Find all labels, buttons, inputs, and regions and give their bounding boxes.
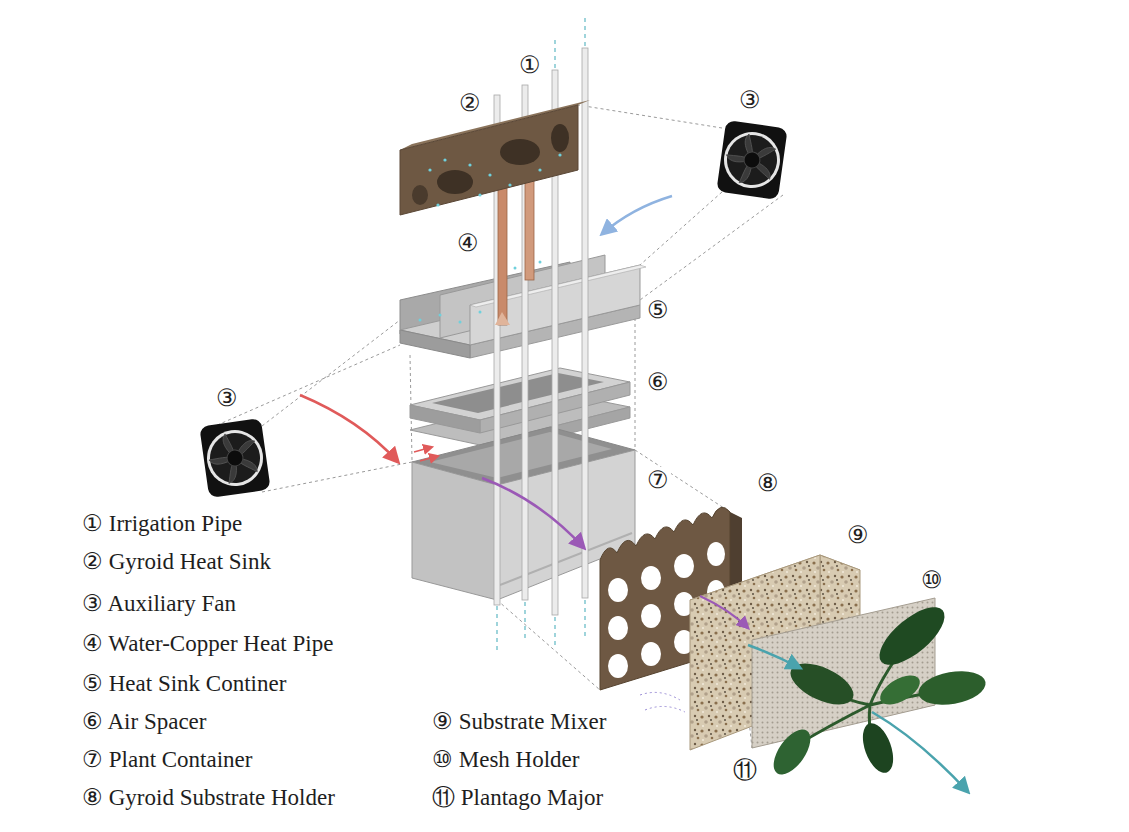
callout-number: ④: [455, 230, 481, 256]
heat-dots-part: [514, 267, 517, 270]
gyroid-substrate-holder-part: [641, 566, 661, 590]
plant-container-part: [412, 462, 497, 600]
gyroid-heat-sink-part: [428, 168, 431, 171]
gyroid-heat-sink-part: [508, 183, 511, 186]
heat-dots-part: [419, 319, 422, 322]
gyroid-substrate-holder-part: [641, 642, 661, 666]
gyroid-heat-sink-part: [400, 105, 578, 215]
flow-arrows-part: [300, 395, 398, 462]
flow-arrows-part: [872, 712, 968, 792]
callout-number: ⑩: [919, 567, 945, 593]
gyroid-heat-sink: [400, 100, 590, 215]
flow-arrows: [300, 196, 968, 792]
heat-dots-part: [539, 261, 542, 264]
heat-dots-part: [439, 314, 442, 317]
part-label: ⑥ Air Spacer: [80, 709, 208, 734]
callout-number: ②: [457, 90, 483, 116]
part-label: ③ Auxiliary Fan: [80, 591, 238, 616]
guide-lines-part: [578, 105, 722, 128]
part-label: ⑤ Heat Sink Continer: [80, 671, 288, 696]
part-label: ④ Water-Copper Heat Pipe: [80, 631, 335, 656]
callout-number: ③: [737, 87, 763, 113]
heat-dots-part: [479, 311, 482, 314]
callout-number: ⑪: [731, 757, 759, 783]
part-label: ⑧ Gyroid Substrate Holder: [80, 785, 337, 810]
callout-number: ⑧: [755, 470, 781, 496]
gyroid-heat-sink-part: [488, 173, 491, 176]
callout-number: ③: [214, 385, 240, 411]
gyroid-heat-sink-part: [443, 158, 446, 161]
gyroid-heat-sink-part: [437, 170, 473, 194]
plantago-major-part: [857, 719, 899, 777]
part-label: ⑦ Plant Container: [80, 747, 254, 772]
gyroid-substrate-holder-part: [608, 654, 628, 678]
plantago-major-part: [875, 669, 924, 710]
gyroid-heat-sink-part: [478, 193, 481, 196]
plantago-major-part: [784, 655, 859, 713]
guide-lines-part: [635, 318, 636, 450]
water-flow-lines-part: [584, 18, 585, 46]
part-label: ⑩ Mesh Holder: [430, 747, 581, 772]
plantago-major-part: [870, 597, 953, 674]
guide-lines-part: [635, 450, 730, 512]
auxiliary-fan: [199, 418, 270, 498]
gyroid-heat-sink-part: [538, 168, 541, 171]
gyroid-heat-sink-part: [500, 139, 540, 165]
gyroid-heat-sink-part: [558, 153, 561, 156]
guide-lines-part: [640, 195, 783, 300]
water-flow-lines-part: [554, 40, 555, 68]
flow-arrows-part: [482, 478, 584, 548]
heat-dots: [419, 261, 542, 324]
gyroid-substrate-holder-part: [707, 542, 725, 566]
plantago-major: [766, 597, 988, 780]
auxiliary-fan: [716, 120, 787, 200]
callout-number: ⑤: [645, 297, 671, 323]
gyroid-heat-sink-part: [436, 203, 439, 206]
plantago-major-part: [766, 723, 817, 781]
part-label: ① Irrigation Pipe: [80, 511, 244, 536]
gyroid-substrate-holder-part: [608, 578, 628, 602]
water-flow-lines-part: [584, 600, 585, 640]
water-flow-lines-part: [496, 606, 497, 652]
air-spacer-part: [410, 405, 480, 433]
callout-number: ⑦: [645, 467, 671, 493]
plantago-major-part: [916, 666, 989, 709]
flow-arrows-part: [645, 706, 685, 712]
gyroid-substrate-holder-part: [641, 604, 661, 628]
heat-sink-container-part: [400, 330, 470, 358]
gyroid-heat-sink-part: [551, 124, 569, 152]
gyroid-heat-sink-part: [428, 153, 561, 206]
gyroid-heat-sink-part: [412, 185, 428, 205]
part-label: ⑨ Substrate Mixer: [430, 709, 608, 734]
flow-arrows-part: [748, 645, 800, 668]
copper-heat-pipes-part: [495, 312, 510, 325]
callout-number: ⑥: [645, 369, 671, 395]
gyroid-substrate-holder-part: [674, 554, 694, 578]
gyroid-substrate-holder-part: [608, 616, 628, 640]
guide-lines-part: [497, 600, 600, 690]
flow-arrows-part: [700, 596, 748, 628]
gyroid-heat-sink-part: [468, 163, 471, 166]
flow-arrows-part: [640, 692, 680, 700]
callout-number: ⑨: [845, 522, 871, 548]
flow-arrows-part: [414, 447, 432, 452]
flow-arrows-part: [602, 196, 672, 234]
heat-dots-part: [459, 321, 462, 324]
flow-arrows-part: [420, 456, 438, 461]
irrigation-pipes-part: [582, 48, 588, 598]
guide-lines-part: [262, 462, 412, 492]
callout-number: ①: [517, 52, 543, 78]
water-flow-lines-part: [554, 617, 555, 648]
water-flow-lines-part: [524, 602, 525, 640]
guide-lines-part: [206, 345, 400, 430]
part-label: ⑪ Plantago Major: [430, 785, 605, 810]
part-label: ② Gyroid Heat Sink: [80, 549, 273, 574]
